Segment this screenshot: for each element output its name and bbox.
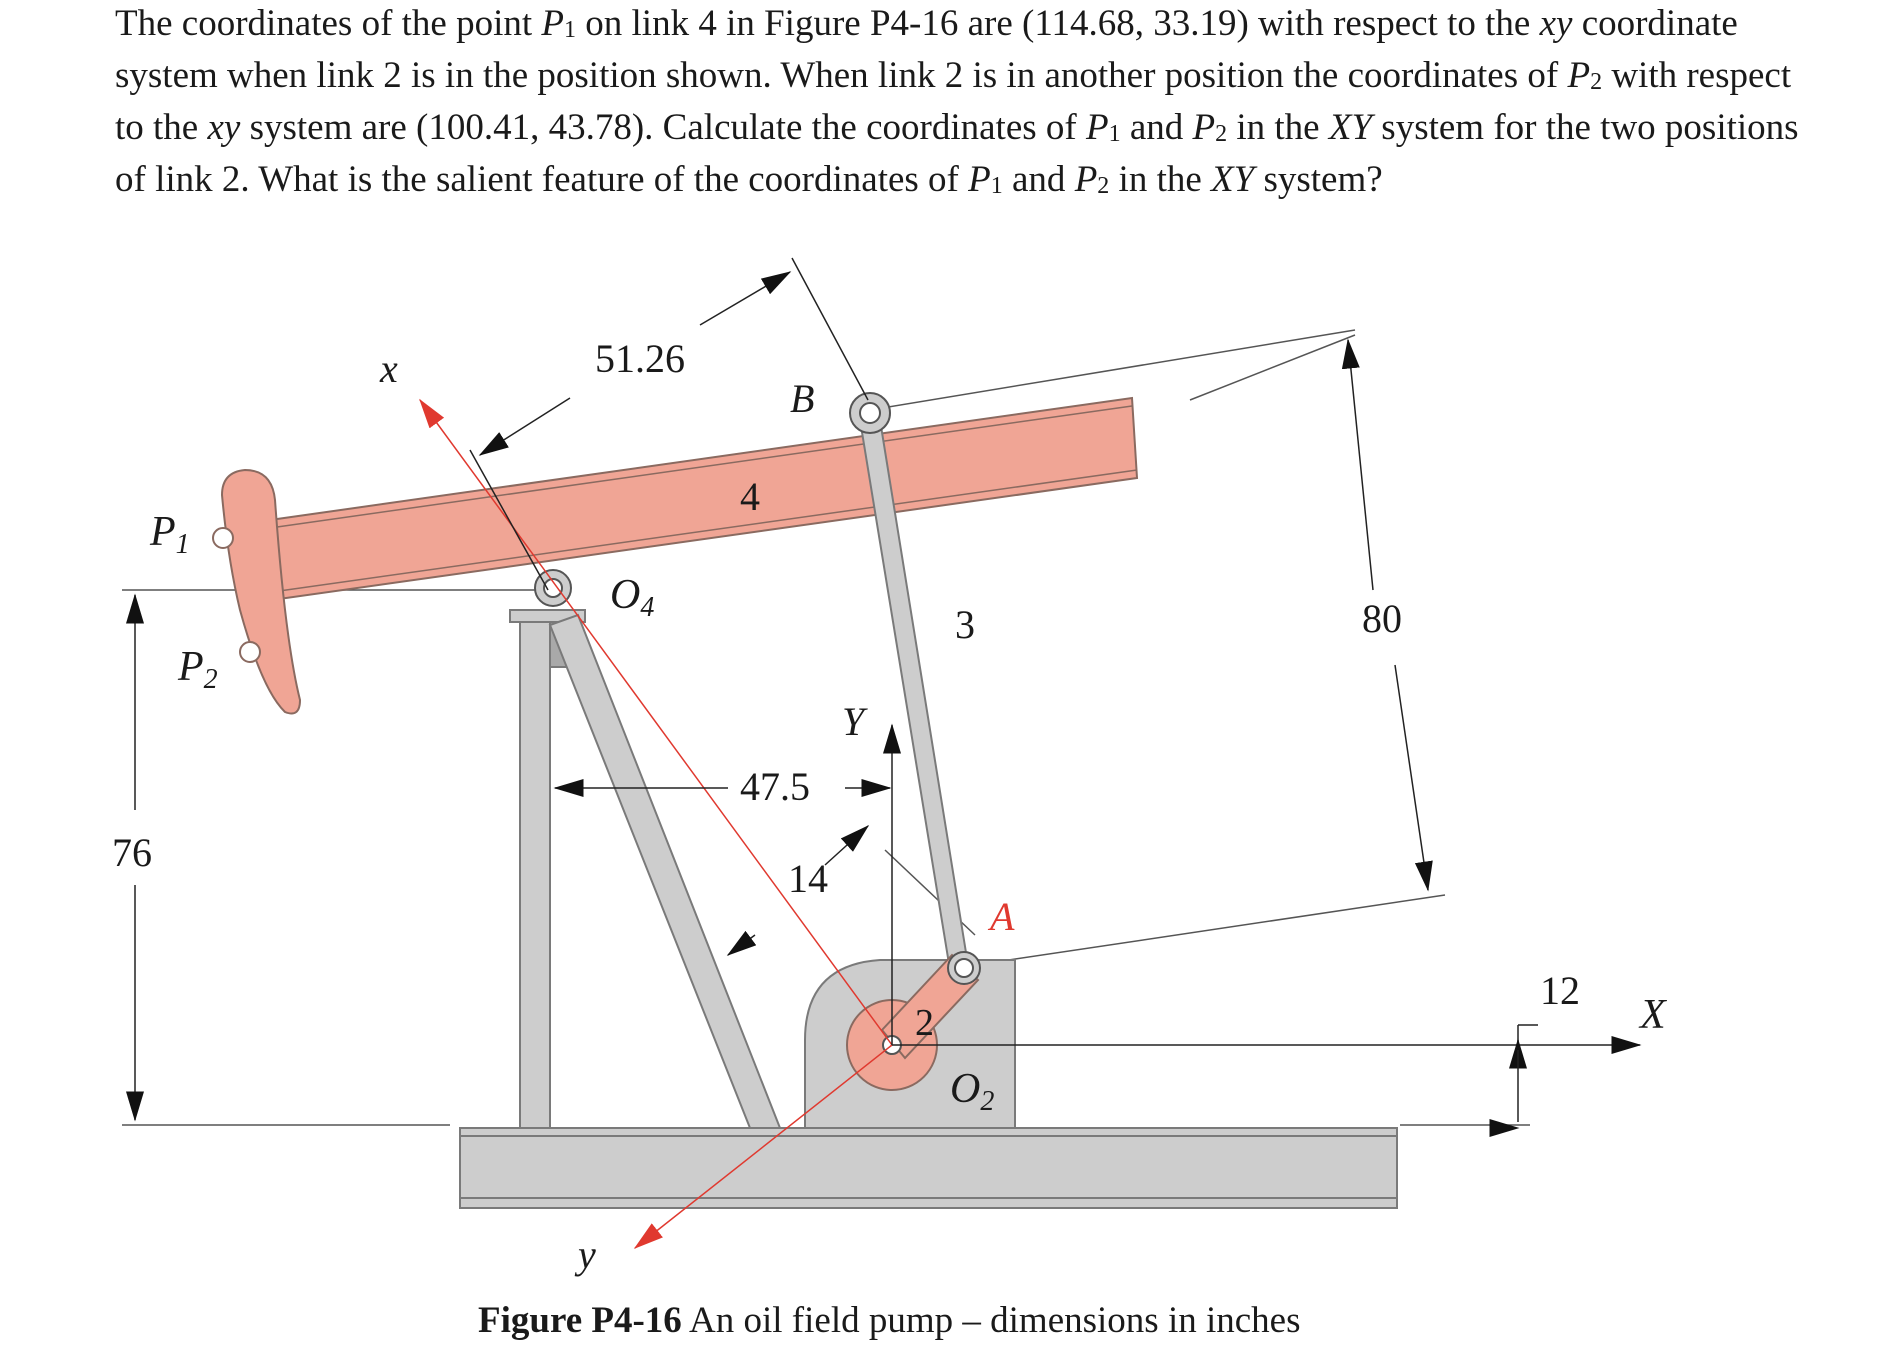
text-run: system? (1254, 159, 1383, 200)
subscript: 1 (1108, 121, 1121, 147)
P2-label: P2 (177, 644, 218, 695)
text-run: in the (1227, 107, 1329, 148)
point-symbol: P (1567, 55, 1591, 96)
point-symbol: P (1074, 159, 1098, 200)
X-axis-label: X (1638, 992, 1668, 1038)
subscript: 1 (564, 17, 577, 43)
link-4-label: 4 (740, 474, 760, 519)
point-symbol: P (968, 159, 991, 200)
link-2-label: 2 (915, 1002, 934, 1044)
text-run: coordinate system when link 2 is in the … (115, 3, 1738, 96)
text-run: and (1002, 159, 1075, 200)
point-A-label: A (987, 894, 1015, 939)
dim-76-label: 76 (112, 830, 152, 875)
y-axis-label: y (574, 1232, 596, 1277)
subscript: 1 (990, 173, 1003, 199)
ground-base (459, 1127, 1398, 1209)
pin-joints (212, 392, 981, 1055)
dim-51-26-label: 51.26 (595, 336, 685, 381)
text-run: and (1120, 107, 1193, 148)
dim-47-5-label: 47.5 (740, 764, 810, 809)
point-symbol: P (541, 3, 565, 44)
point-symbol: P (1085, 107, 1109, 148)
point-B-label: B (790, 376, 814, 421)
subscript: 2 (1215, 121, 1228, 147)
coord-system-symbol: xy (1539, 3, 1573, 44)
problem-statement: The coordinates of the point P1 on link … (115, 0, 1815, 208)
text-run: on link 4 in Figure P4-16 are (114.68, 3… (576, 3, 1540, 44)
dimension-lines (126, 257, 1538, 1122)
x-axis-label: x (379, 346, 398, 391)
coord-system-symbol: xy (207, 107, 241, 148)
text-run: with respect to the (115, 55, 1792, 148)
coord-system-symbol: XY (1211, 159, 1255, 200)
link-3-label: 3 (955, 602, 975, 647)
figure-labels: 51.26 x B 4 P1 O4 3 80 P2 Y 47.5 76 14 A… (112, 336, 1668, 1277)
subscript: 2 (1097, 173, 1110, 199)
coord-system-symbol: XY (1328, 107, 1373, 148)
O4-label: O4 (610, 572, 654, 623)
text-run: system for the two positions of link 2. … (115, 107, 1799, 200)
dim-80-label: 80 (1362, 596, 1402, 641)
frame-post (509, 609, 782, 1129)
point-symbol: P (1192, 107, 1216, 148)
walking-beam-link-4 (220, 396, 1139, 715)
P1-label: P1 (149, 509, 190, 560)
text-run: The coordinates of the point (115, 3, 542, 44)
subscript: 2 (1590, 69, 1603, 95)
O2-label: O2 (950, 1066, 994, 1117)
dim-14-label: 14 (788, 856, 828, 901)
dim-12-label: 12 (1540, 968, 1580, 1013)
local-xy-axes (419, 398, 893, 1249)
text-run: in the (1109, 159, 1212, 200)
text-run: system are (100.41, 43.78). Calculate th… (240, 107, 1086, 148)
figure-caption: Figure P4-16 An oil field pump – dimensi… (478, 1300, 1301, 1341)
Y-axis-label: Y (842, 699, 868, 744)
